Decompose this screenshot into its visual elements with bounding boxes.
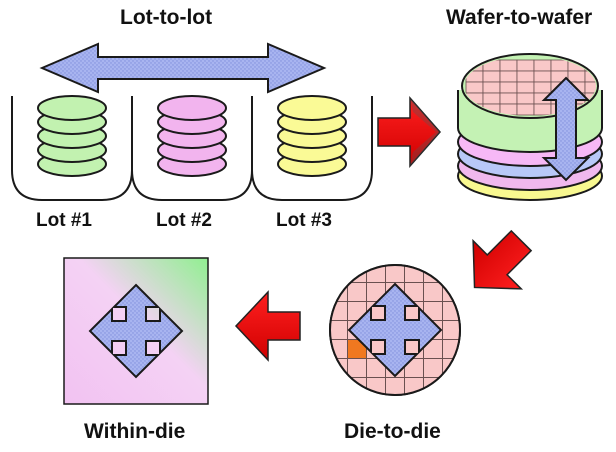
lot-2-cup xyxy=(131,96,253,201)
within-die-arrow xyxy=(88,283,184,379)
wafer-stack xyxy=(457,53,603,201)
lot-1-wafer-stack xyxy=(37,95,107,177)
within-die-square xyxy=(63,257,209,405)
within-die-label: Within-die xyxy=(84,420,186,443)
lot-1-label: Lot #1 xyxy=(36,210,92,231)
lot-2-label: Lot #2 xyxy=(156,210,212,231)
die-to-die-arrow xyxy=(347,282,443,378)
lot-to-lot-label: Lot-to-lot xyxy=(120,6,213,29)
die-to-die-label: Die-to-die xyxy=(344,420,441,443)
lot-3-wafer-stack xyxy=(277,95,347,177)
wafer-to-wafer-label: Wafer-to-wafer xyxy=(446,6,593,29)
wafer-to-wafer-arrow xyxy=(541,76,591,182)
flow-arrow-right xyxy=(377,96,442,168)
lot-to-lot-arrow xyxy=(39,42,327,94)
flow-arrow-diagonal xyxy=(472,229,533,290)
lot-1-cup xyxy=(11,96,133,201)
die-to-die-wafer xyxy=(329,264,461,396)
flow-arrow-left xyxy=(234,290,301,362)
lot-3-label: Lot #3 xyxy=(276,210,332,231)
lot-3-cup xyxy=(251,96,373,201)
lot-2-wafer-stack xyxy=(157,95,227,177)
